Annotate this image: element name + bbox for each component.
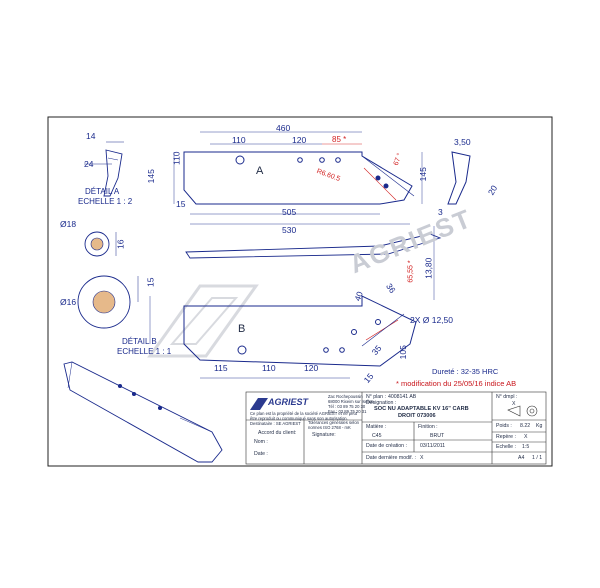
drawing-number-label: N° dmpl : xyxy=(496,394,518,400)
logo-text: AGRIEST xyxy=(268,397,309,407)
dim-120: 120 xyxy=(292,135,307,145)
edge-view xyxy=(185,233,442,259)
projection-symbol-icon xyxy=(507,405,538,417)
dim-15-detail-b: 15 xyxy=(145,277,156,287)
dim-105: 105 xyxy=(397,345,408,360)
format-value: A4 xyxy=(518,455,525,461)
tolerance-note: Tolérances générales selon normes ISO 27… xyxy=(308,420,359,430)
dim-65-55: 65,55 * xyxy=(407,260,415,283)
title-block-frame xyxy=(245,391,547,465)
created-label: Date de création : xyxy=(366,443,407,449)
dim-145-right: 145 xyxy=(417,167,428,182)
drawing-frame xyxy=(47,116,553,467)
address-line-2: 68000 Rixeim sur Iseline xyxy=(328,399,374,404)
sheet-value: 1 / 1 xyxy=(532,455,543,461)
dim-3-50: 3,50 xyxy=(454,137,471,147)
dim-85: 85 * xyxy=(332,135,347,144)
agriest-logo-mark xyxy=(250,398,268,410)
detail-a-bushing xyxy=(84,231,117,257)
detail-a-label: DÉTAIL A xyxy=(85,187,120,196)
plan-number-label: N° plan : xyxy=(366,394,386,400)
dim-13-80: 13,80 xyxy=(423,257,434,279)
dim-110: 110 xyxy=(232,135,246,145)
dim-phi16: Ø16 xyxy=(60,297,77,307)
detail-b-scale: ECHELLE 1 : 1 xyxy=(117,347,172,356)
dimension-lines xyxy=(149,131,435,379)
dim-145-left: 145 xyxy=(145,169,156,184)
view-a-plate xyxy=(183,151,415,205)
modified-value: X xyxy=(420,455,424,461)
view-a-end-profile xyxy=(447,151,471,205)
material-value: C45 xyxy=(372,433,382,439)
weight-label: Poids : xyxy=(496,423,512,429)
finish-value: BRUT xyxy=(430,433,445,439)
watermark-logo xyxy=(147,284,259,358)
scale-value: 1:5 xyxy=(522,444,530,450)
signature-label: Signature: xyxy=(312,432,336,438)
mark-value: X xyxy=(524,434,528,440)
hardness-note: Dureté : 32-35 HRC xyxy=(432,367,499,376)
dim-460: 460 xyxy=(276,123,291,133)
dim-phi18: Ø18 xyxy=(60,219,77,229)
designation-label: Désignation : xyxy=(366,400,397,406)
dim-115: 115 xyxy=(214,363,228,373)
dim-16: 16 xyxy=(115,239,126,249)
dim-505: 505 xyxy=(282,207,297,217)
view-b-letter: B xyxy=(238,323,246,335)
finish-label: Finition : xyxy=(418,424,438,430)
supplier-label: Destinataire : SE AGRIEST xyxy=(250,421,301,426)
dim-3: 3 xyxy=(438,207,443,217)
scale-label: Echelle : xyxy=(496,444,516,450)
isometric-share-view xyxy=(63,361,223,463)
modification-note: * modification du 25/05/16 indice AB xyxy=(396,379,517,388)
view-a-letter: A xyxy=(256,165,264,177)
dim-15-top: 15 xyxy=(176,199,186,209)
detail-a-profile xyxy=(84,141,124,197)
customer-agreement-label: Accord du client: xyxy=(258,430,297,436)
material-label: Matière : xyxy=(366,424,387,430)
address-line-4: Fax : 03 89 75 20 31 xyxy=(328,409,367,414)
address-line-3: Tél : 03 89 75 20 30 xyxy=(328,404,366,409)
view-b-plate xyxy=(183,295,417,367)
name-label: Nom : xyxy=(254,439,268,445)
detail-b-label: DÉTAIL B xyxy=(122,337,157,346)
drawing-number-value: X xyxy=(512,401,516,407)
dim-120-bottom: 120 xyxy=(304,363,319,373)
modified-label: Date dernière modif. : xyxy=(366,455,416,461)
detail-b-countersink xyxy=(77,275,139,329)
dim-530: 530 xyxy=(282,225,297,235)
created-value: 03/11/2011 xyxy=(420,443,446,449)
weight-value: 8.22 xyxy=(520,423,531,429)
dim-14: 14 xyxy=(86,131,96,141)
mark-label: Repère : xyxy=(496,434,516,440)
date-label: Date : xyxy=(254,451,268,457)
ownership-note: Ce plan est la propriété de la société A… xyxy=(250,411,357,421)
dim-24: 24 xyxy=(84,159,94,169)
detail-a-scale: ECHELLE 1 : 2 xyxy=(78,197,133,206)
plan-number: 4008141 AB xyxy=(388,394,417,400)
dim-110-vertical: 110 xyxy=(171,151,182,166)
designation-line-2: DROIT 073006 xyxy=(398,413,436,419)
dim-holes: 2X Ø 12,50 xyxy=(410,315,454,325)
dim-110-bottom: 110 xyxy=(262,363,276,373)
address-line-1: Zac Rochepoussin xyxy=(328,394,363,399)
designation-line-1: SOC NU ADAPTABLE KV 16" CARB xyxy=(374,406,469,412)
weight-unit: Kg xyxy=(536,423,543,429)
